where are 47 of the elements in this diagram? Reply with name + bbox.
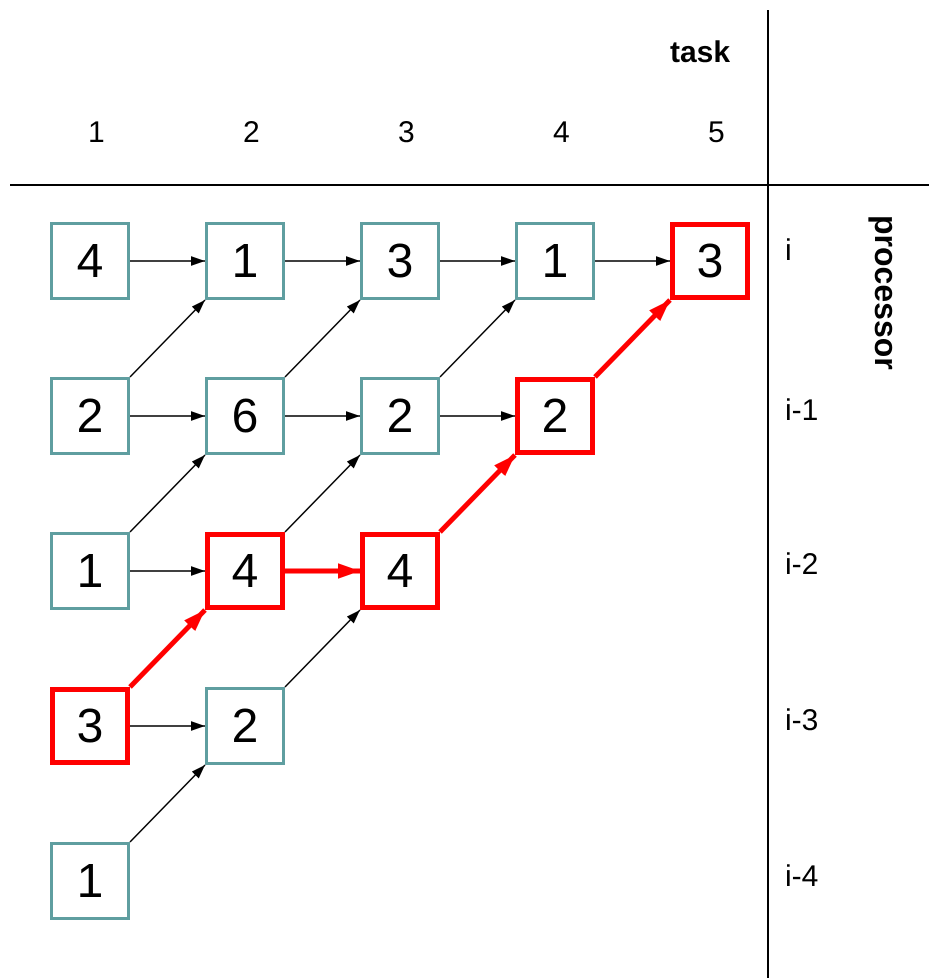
number-box: 3 (360, 222, 440, 300)
arrow (130, 256, 205, 266)
number-box: 6 (205, 377, 285, 455)
number-box: 2 (50, 377, 130, 455)
column-number: 3 (398, 118, 415, 148)
arrow (284, 454, 361, 533)
arrow (130, 566, 205, 576)
number-box: 1 (50, 532, 130, 610)
row-label: i (785, 236, 792, 266)
arrow (284, 299, 361, 378)
column-number: 1 (88, 118, 105, 148)
column-number: 4 (553, 118, 570, 148)
arrow (440, 411, 515, 421)
arrow (128, 608, 207, 689)
arrow (284, 609, 361, 688)
number-box: 3 (670, 222, 750, 300)
number-box: 4 (360, 532, 440, 610)
number-box: 2 (205, 687, 285, 765)
arrow (440, 256, 515, 266)
arrow (285, 256, 360, 266)
arrow (593, 298, 672, 379)
number-box: 2 (515, 377, 595, 455)
arrow (130, 721, 205, 731)
arrow (129, 299, 206, 378)
axis-title: processor (870, 215, 902, 370)
row-label: i-2 (785, 550, 818, 580)
number-box: 3 (50, 687, 130, 765)
row-label: i-1 (785, 396, 818, 426)
arrow (285, 411, 360, 421)
arrow (129, 454, 206, 533)
row-label: i-4 (785, 862, 818, 892)
column-number: 2 (243, 118, 260, 148)
number-box: 2 (360, 377, 440, 455)
arrow (439, 299, 516, 378)
arrow (129, 764, 206, 843)
arrow (285, 563, 360, 579)
arrow (595, 256, 670, 266)
number-box: 4 (50, 222, 130, 300)
arrow (130, 411, 205, 421)
axis-title: task (670, 38, 730, 68)
column-number: 5 (708, 118, 725, 148)
row-label: i-3 (785, 706, 818, 736)
number-box: 4 (205, 532, 285, 610)
number-box: 1 (205, 222, 285, 300)
number-box: 1 (50, 842, 130, 920)
arrow (438, 453, 517, 534)
number-box: 1 (515, 222, 595, 300)
